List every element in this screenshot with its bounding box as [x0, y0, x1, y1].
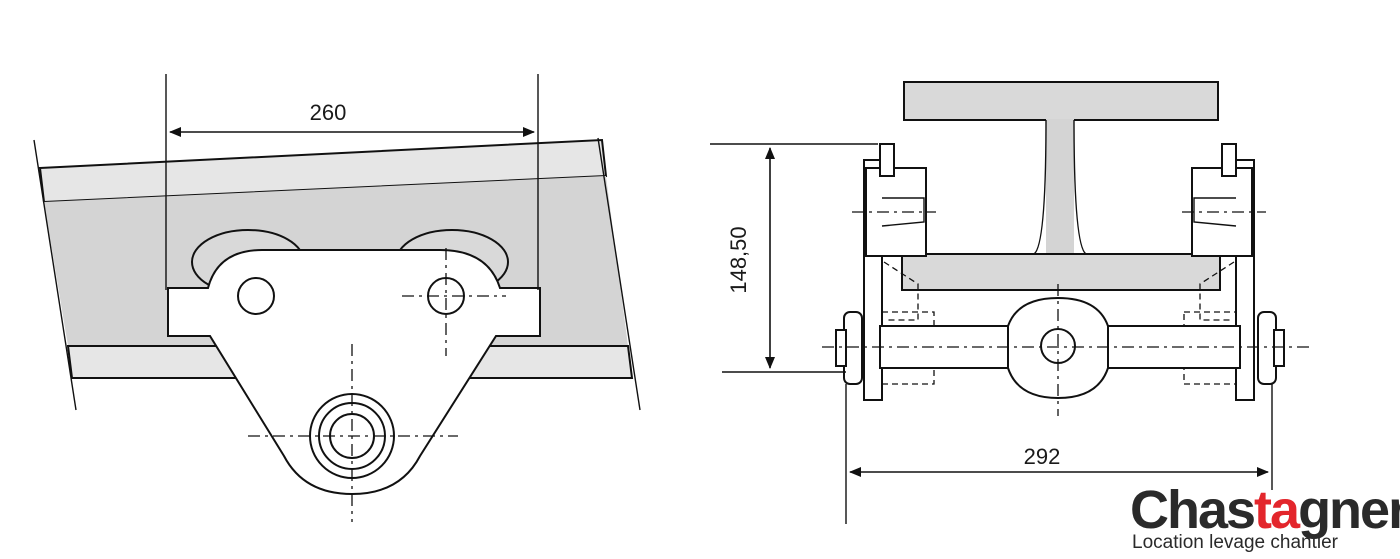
dimension-label-292: 292: [1024, 444, 1061, 469]
side-view: 260: [33, 74, 641, 522]
beam-cut-left: [33, 139, 77, 411]
ibeam-top-flange: [903, 81, 1219, 121]
logo-wordmark-end: gner: [1298, 480, 1400, 540]
dimension-label-260: 260: [310, 100, 347, 125]
hidden-wheel-right: [1199, 261, 1235, 321]
wheel-lug-left: [879, 143, 895, 177]
ibeam-web: [1046, 119, 1074, 253]
ibeam-web-outline: [1033, 119, 1087, 255]
wheel-profile-right: [1193, 197, 1237, 227]
end-washer-right: [1273, 329, 1285, 367]
end-washer-left: [835, 329, 847, 367]
logo-wordmark-start: Chas: [1130, 480, 1254, 540]
logo-wordmark: Chastagner: [1130, 480, 1400, 540]
logo-tagline: Location levage chantier: [1132, 532, 1339, 553]
ibeam-bottom-flange: [901, 253, 1221, 291]
chastagner-logo: Chastagner Location levage chantier: [1130, 480, 1400, 553]
hidden-wheel-left: [883, 261, 919, 321]
logo-wordmark-accent: ta: [1254, 480, 1301, 540]
beam-cut-right: [597, 137, 641, 411]
dimension-label-148-50: 148,50: [726, 226, 751, 293]
front-view: 148,50 292: [710, 81, 1310, 524]
wheel-profile-left: [881, 197, 925, 227]
axle-hole-left: [237, 277, 275, 315]
wheel-lug-right: [1221, 143, 1237, 177]
